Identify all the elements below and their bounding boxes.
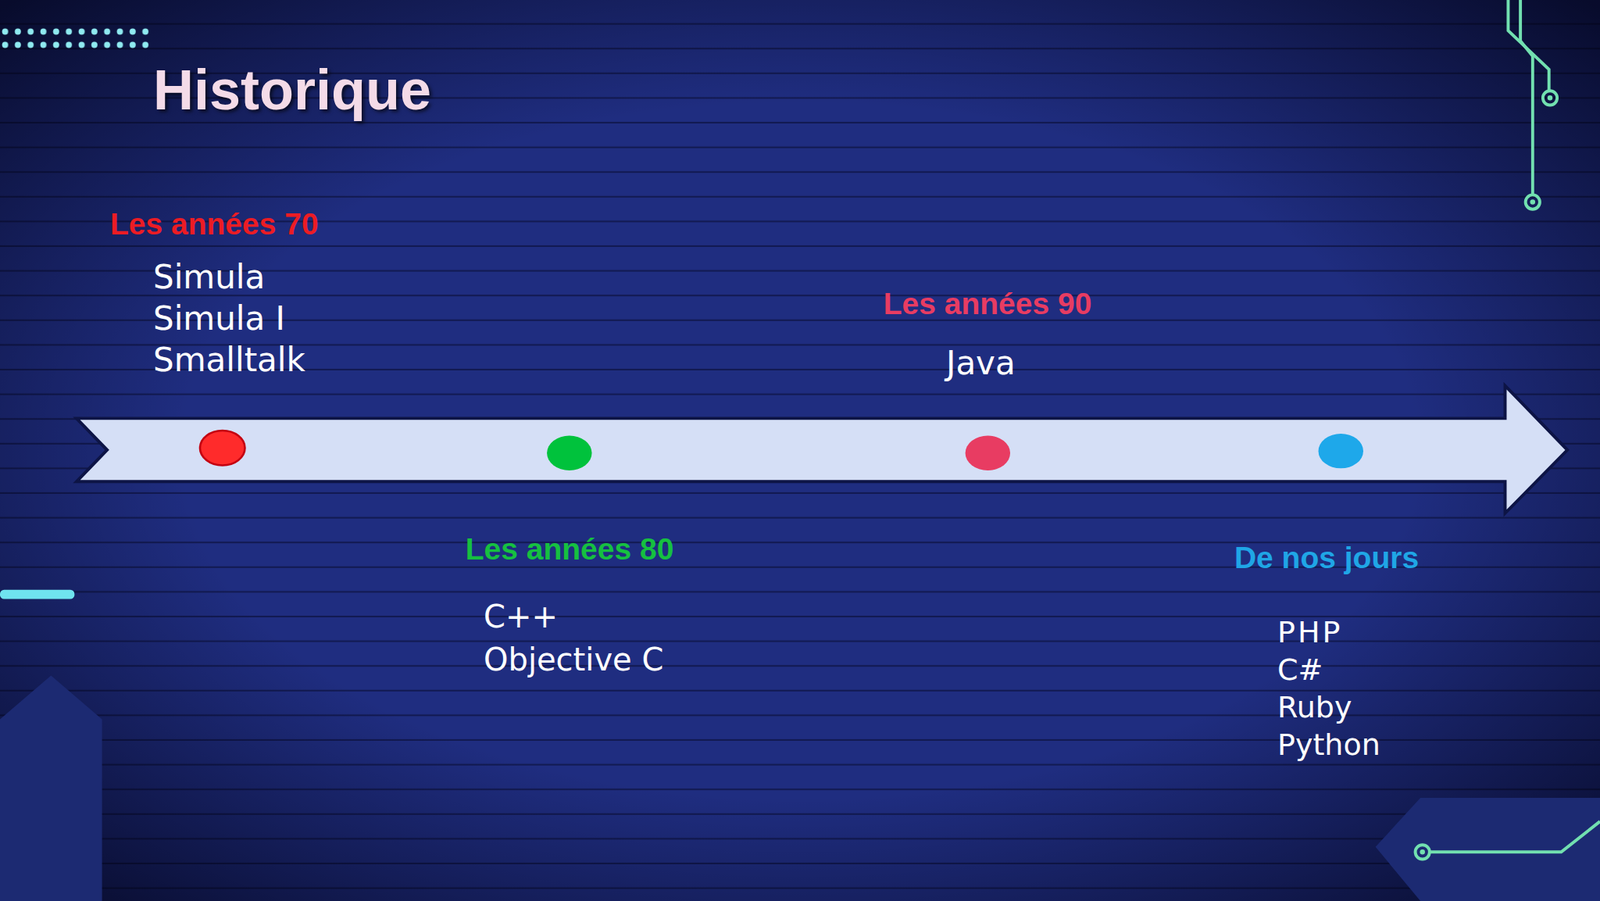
language-name: Python: [1277, 728, 1381, 763]
circuit-node: [1530, 199, 1536, 205]
language-name: Simula: [153, 258, 265, 297]
language-name: C++: [483, 598, 558, 635]
language-name: Ruby: [1277, 690, 1352, 725]
period-heading: Les années 70: [110, 207, 319, 243]
timeline-dot: [200, 430, 245, 465]
circuit-line: [1520, 0, 1533, 195]
language-name: Simula I: [153, 300, 286, 338]
slide-title: Historique: [153, 57, 432, 123]
timeline-dot: [546, 435, 592, 471]
language-name: Objective C: [483, 641, 664, 678]
language-name: Java: [946, 344, 1016, 383]
dot-pattern: [0, 26, 154, 54]
period-heading: Les années 80: [465, 532, 675, 568]
timeline-arrow: [76, 385, 1568, 514]
timeline-dot: [1318, 433, 1364, 468]
circuit-line: [1507, 0, 1549, 91]
circuit-node: [1419, 849, 1425, 855]
timeline-dot: [965, 435, 1011, 471]
period-heading: Les années 90: [883, 286, 1093, 322]
period-heading: De nos jours: [1234, 540, 1419, 576]
circuit-node: [1525, 194, 1540, 209]
accent-bar: [0, 589, 75, 600]
corner-panel: [0, 675, 103, 901]
language-name: C#: [1277, 653, 1323, 688]
circuit-node: [1542, 90, 1558, 105]
circuit-node: [1415, 844, 1430, 859]
circuit-node: [1547, 95, 1554, 101]
circuit-line: [1429, 821, 1600, 852]
language-name: Smalltalk: [153, 341, 306, 379]
language-name: PHP: [1277, 615, 1343, 650]
corner-panel: [1375, 797, 1600, 901]
